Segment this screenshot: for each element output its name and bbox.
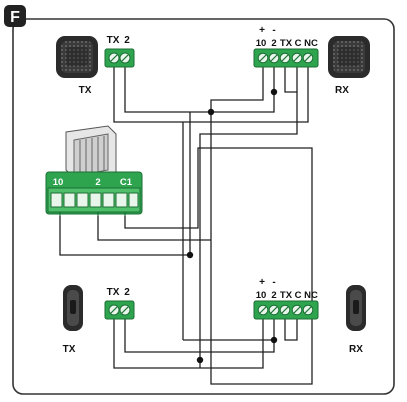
junctions xyxy=(186,88,278,364)
junction-dot xyxy=(270,336,278,344)
bottom-rx-label-2: 2 xyxy=(271,290,276,301)
bottom-rx-polarity-plus: + xyxy=(259,277,265,288)
top-rx-polarity-minus: - xyxy=(272,25,275,36)
top-rx-label-tx: TX xyxy=(280,38,293,49)
bottom-rx-slim-photocell-device: RX xyxy=(346,285,366,355)
figure-badge: F xyxy=(4,5,26,27)
bottom-rx-polarity-minus: - xyxy=(272,277,275,288)
top-tx-photocell-device: TX xyxy=(56,36,98,96)
bottom-rx-label-nc: NC xyxy=(304,290,318,301)
board-label-10: 10 xyxy=(53,177,64,188)
wire-board-10 xyxy=(59,216,190,256)
figure-badge-letter: F xyxy=(10,9,20,26)
diagram-frame xyxy=(12,18,395,395)
bottom-rx-label-c: C xyxy=(295,290,302,301)
top-rx-caption: RX xyxy=(335,85,349,96)
top-tx-caption: TX xyxy=(79,85,92,96)
board-terminal-icon xyxy=(89,192,102,208)
board-terminal-icon xyxy=(102,192,115,208)
bottom-rx-caption: RX xyxy=(349,344,363,355)
top-rx-photocell-device: RX xyxy=(328,36,370,96)
wire-top-rx-c-down xyxy=(199,92,298,360)
bottom-tx-terminal-block: TX 2 xyxy=(104,287,135,320)
bottom-tx-label-tx: TX xyxy=(107,287,120,298)
bottom-tx-label-2: 2 xyxy=(124,287,130,298)
board-terminal-icon xyxy=(128,192,139,208)
top-tx-label-2: 2 xyxy=(124,35,130,46)
junction-dot xyxy=(270,88,278,96)
top-rx-polarity-plus: + xyxy=(259,25,265,36)
junction-dot xyxy=(196,356,204,364)
board-terminal-icon xyxy=(63,192,76,208)
board-label-2: 2 xyxy=(95,177,100,188)
board-terminal-icon xyxy=(76,192,89,208)
bottom-rx-label-tx: TX xyxy=(280,290,293,301)
wire-bottom-rx-tx-c xyxy=(284,318,298,341)
bottom-rx-label-10: 10 xyxy=(256,290,267,301)
wire-top-rx-tx-c xyxy=(284,66,298,93)
top-rx-label-10: 10 xyxy=(256,38,267,49)
bottom-rx-terminal-block: + - 10 2 TX C NC xyxy=(253,277,319,320)
wire-top-rx10-down xyxy=(210,66,264,250)
top-rx-terminal-block: + - 10 2 TX C NC xyxy=(253,25,319,68)
board-terminal-icon xyxy=(50,192,63,208)
top-rx-label-2: 2 xyxy=(271,38,276,49)
top-rx-label-nc: NC xyxy=(304,38,318,49)
junction-dot xyxy=(207,108,215,116)
top-tx-terminal-block: TX 2 xyxy=(104,35,135,68)
junction-dot xyxy=(186,251,194,259)
wires xyxy=(59,66,313,385)
top-rx-label-c: C xyxy=(295,38,302,49)
wire-bottom-tx-to-rx10 xyxy=(113,318,264,369)
control-board: 10 2 C1 xyxy=(45,125,143,216)
wire-bottom-tx2-to-rx2 xyxy=(124,318,275,353)
bottom-tx-caption: TX xyxy=(63,344,76,355)
wire-board-c1 xyxy=(124,147,313,385)
wire-board-2 xyxy=(97,216,211,241)
bottom-tx-slim-photocell-device: TX xyxy=(63,285,83,355)
top-tx-label-tx: TX xyxy=(107,35,120,46)
wire-top-tx2-to-rx2 xyxy=(124,66,275,113)
board-label-c1: C1 xyxy=(120,177,133,188)
board-terminal-icon xyxy=(115,192,128,208)
